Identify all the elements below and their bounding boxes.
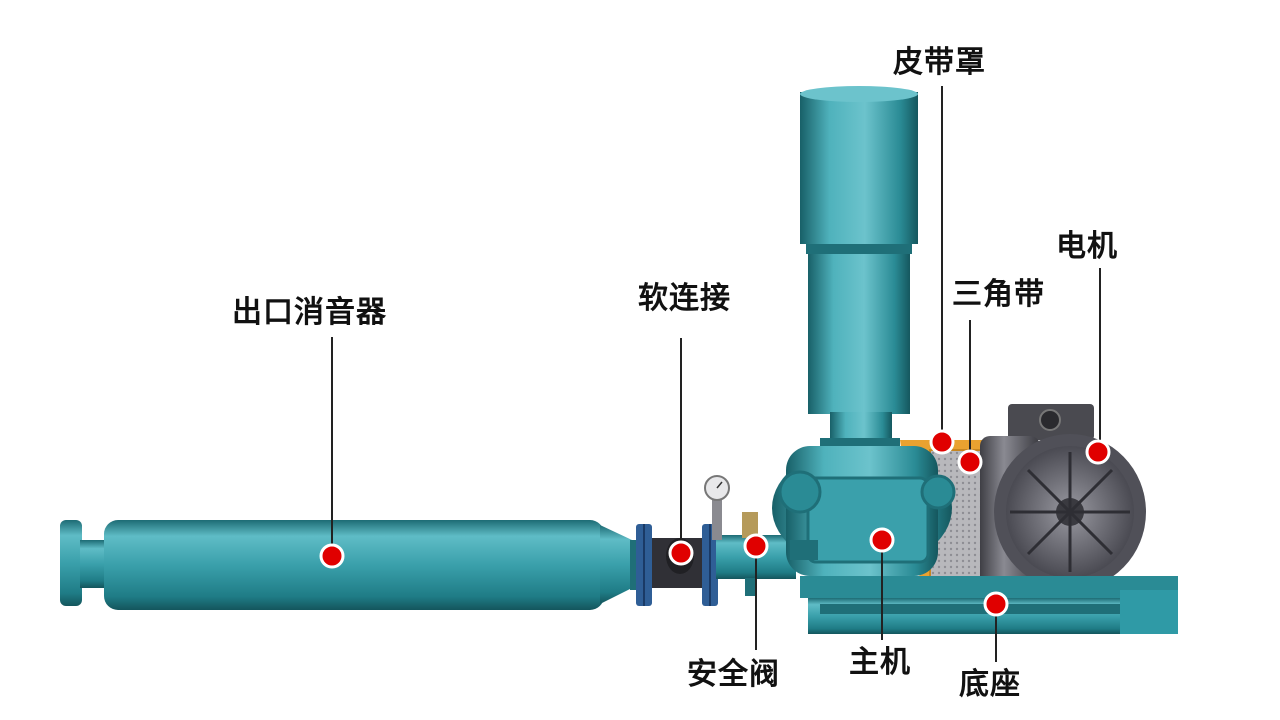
marker-belt-cover <box>929 429 955 455</box>
marker-main-unit <box>869 527 895 553</box>
label-main-unit: 主机 <box>849 645 911 680</box>
marker-outlet-muffler <box>319 543 345 569</box>
label-base: 底座 <box>959 667 1021 702</box>
label-v-belt: 三角带 <box>952 277 1045 312</box>
leader-lines <box>331 86 1101 662</box>
label-outlet-muffler: 出口消音器 <box>232 295 387 330</box>
outlet-muffler-shape <box>60 520 640 610</box>
soft-connection-shape <box>636 524 718 606</box>
marker-base <box>983 591 1009 617</box>
marker-soft-connection <box>668 540 694 566</box>
marker-motor <box>1085 439 1111 465</box>
label-motor: 电机 <box>1056 229 1118 264</box>
motor-shape <box>980 404 1146 590</box>
label-belt-cover: 皮带罩 <box>893 45 986 80</box>
marker-safety-valve <box>743 533 769 559</box>
silencer-tower-shape <box>800 86 918 450</box>
marker-v-belt <box>957 449 983 475</box>
label-safety-valve: 安全阀 <box>687 657 780 692</box>
markers <box>319 429 1111 617</box>
label-soft-connection: 软连接 <box>638 281 731 316</box>
main-unit-shape <box>772 446 956 576</box>
